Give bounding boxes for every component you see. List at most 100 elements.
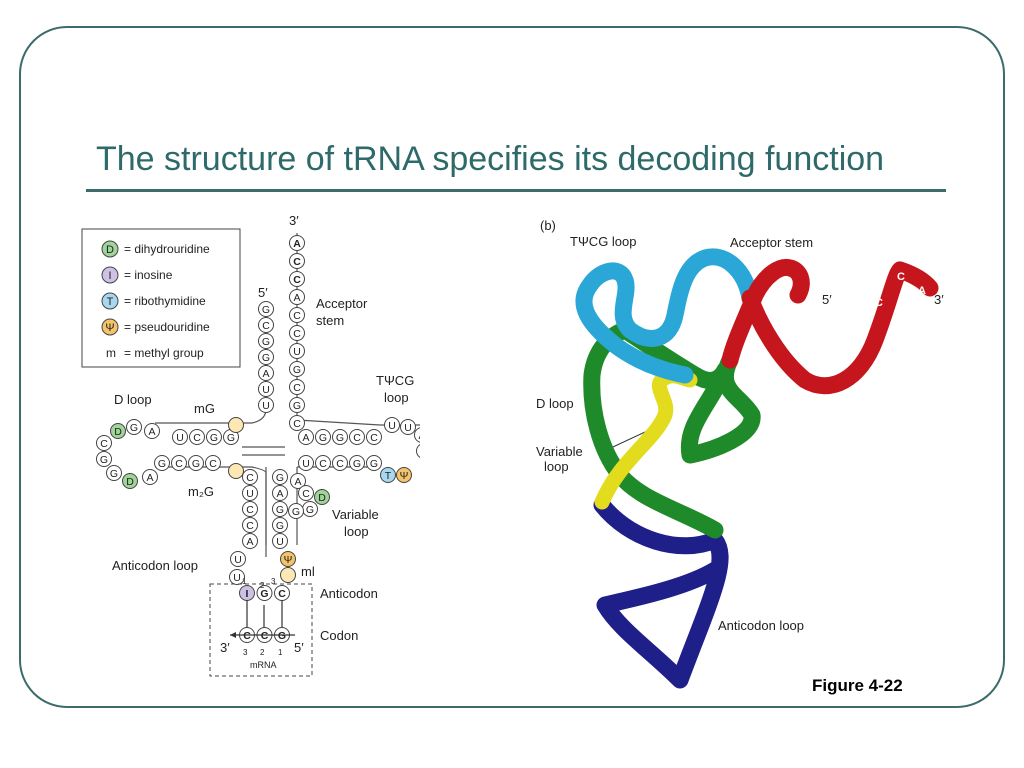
mrna-box [209, 583, 313, 677]
svg-text:G: G [110, 468, 118, 480]
nucleotide: T [380, 467, 396, 483]
svg-text:G: G [260, 588, 268, 600]
legend-swatch [101, 318, 119, 336]
svg-text:G: G [319, 432, 327, 444]
label-b-variable-1: Variable [536, 444, 583, 459]
tpsicg-arm-tube [575, 248, 759, 384]
legend-swatch [101, 292, 119, 310]
nucleotide: A [414, 427, 420, 443]
legend-row: I= inosine [101, 266, 173, 284]
mrna-arrow [230, 632, 236, 638]
legend-symbol: T [107, 296, 114, 308]
nucleotide: G [302, 501, 318, 517]
svg-text:C: C [293, 274, 301, 286]
svg-text:A: A [294, 476, 301, 488]
svg-text:U: U [404, 422, 412, 434]
label-mrna-3prime: 3′ [220, 640, 230, 655]
nucleotide: C [274, 585, 290, 601]
svg-text:C: C [302, 488, 310, 500]
nucleotide: Ψ [396, 467, 412, 483]
legend-symbol: m [106, 346, 116, 360]
svg-text:G: G [336, 432, 344, 444]
svg-text:A: A [246, 536, 253, 548]
legend-symbol: Ψ [105, 322, 114, 334]
svg-text:C: C [293, 382, 301, 394]
svg-text:G: G [293, 400, 301, 412]
label-mrna-5prime: 5′ [294, 640, 304, 655]
legend-text: = ribothymidine [124, 294, 206, 308]
svg-text:C: C [262, 320, 270, 332]
svg-text:U: U [233, 572, 241, 584]
nucleotide: U [400, 419, 416, 435]
label-5prime: 5′ [258, 285, 268, 300]
codon-pairing-lines [246, 600, 283, 627]
codon-num-3: 3 [243, 648, 248, 657]
nucleotide: G [126, 419, 142, 435]
svg-text:T: T [385, 470, 392, 482]
svg-text:Ψ: Ψ [400, 470, 409, 482]
svg-text:G: G [227, 432, 235, 444]
nucleotide: G [349, 455, 365, 471]
nucleotide: A [272, 485, 288, 501]
nucleotide: A [258, 365, 274, 381]
variable-loop-tube [594, 368, 698, 510]
svg-text:G: G [192, 458, 200, 470]
svg-text:G: G [278, 630, 286, 642]
nucleotide: G [315, 429, 331, 445]
nucleotide: C [96, 435, 112, 451]
codon-num-2: 2 [260, 648, 265, 657]
nucleotide: U [289, 343, 305, 359]
cca-c1: C [897, 271, 905, 283]
svg-text:C: C [246, 504, 254, 516]
nucleotide: C [258, 317, 274, 333]
legend-row: Ψ = pseudouridine [101, 318, 210, 336]
nucleotide: C [289, 271, 305, 287]
label-ml: ml [301, 564, 315, 579]
svg-text:A: A [262, 368, 269, 380]
nucleotide: G [366, 455, 382, 471]
nucleotide: U [242, 485, 258, 501]
label-anticodon-loop: Anticodon loop [112, 558, 198, 573]
nucleotide: U [298, 455, 314, 471]
nucleotide: A [142, 469, 158, 485]
nucleotide: C [289, 415, 305, 431]
svg-text:C: C [246, 472, 254, 484]
nucleotide: A [289, 235, 305, 251]
svg-text:C: C [246, 520, 254, 532]
label-m2g: m₂G [188, 484, 214, 499]
label-acceptor-2: stem [316, 313, 344, 328]
svg-text:G: G [276, 472, 284, 484]
legend-text: = dihydrouridine [124, 242, 210, 256]
label-tpsicg-1: TΨCG [376, 373, 414, 388]
legend-symbol: D [106, 244, 114, 256]
svg-text:C: C [293, 256, 301, 268]
anticodon-num-2: 2 [260, 581, 265, 590]
svg-text:U: U [388, 420, 396, 432]
svg-text:G: G [292, 506, 300, 518]
svg-text:C: C [336, 458, 344, 470]
legend-row: T = ribothymidine [101, 292, 206, 310]
svg-text:G: G [130, 422, 138, 434]
label-acceptor-1: Acceptor [316, 296, 368, 311]
nucleotide: G [289, 361, 305, 377]
legend-text: = inosine [124, 268, 173, 282]
svg-text:C: C [319, 458, 327, 470]
label-mrna: mRNA [250, 660, 277, 670]
legend-text: = pseudouridine [124, 320, 210, 334]
svg-text:U: U [234, 554, 242, 566]
nucleotide: A [290, 473, 306, 489]
modified-base-marker [280, 567, 296, 583]
modified-base-marker [228, 417, 244, 433]
label-mg: mG [194, 401, 215, 416]
nucleotide: U [258, 381, 274, 397]
label-anticodon: Anticodon [320, 586, 378, 601]
cca-c2: C [875, 297, 883, 309]
label-codon: Codon [320, 628, 358, 643]
figure-label: Figure 4-22 [812, 676, 903, 695]
nucleotide: G [106, 465, 122, 481]
nucleotide: G [188, 455, 204, 471]
svg-text:G: G [262, 336, 270, 348]
label-b-acceptor: Acceptor stem [730, 235, 813, 250]
nucleotide: G [258, 349, 274, 365]
label-variable-2: loop [344, 524, 369, 539]
